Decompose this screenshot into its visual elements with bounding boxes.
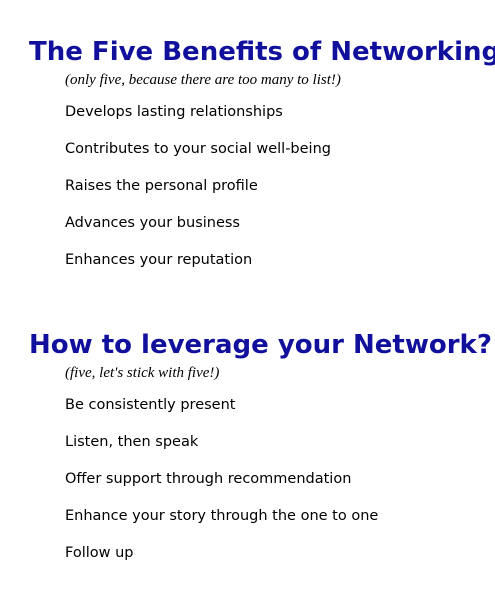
list-item: Offer support through recommendation <box>65 471 352 487</box>
list-item: Advances your business <box>65 215 240 231</box>
leverage-section: How to leverage your Network? (five, let… <box>0 326 495 562</box>
list-item: Contributes to your social well-being <box>65 141 331 157</box>
benefits-list: Develops lasting relationships Contribut… <box>0 103 495 269</box>
list-item: Raises the personal profile <box>65 178 258 194</box>
leverage-heading: How to leverage your Network? <box>29 330 492 360</box>
leverage-list: Be consistently present Listen, then spe… <box>0 396 495 562</box>
benefits-heading: The Five Benefits of Networking <box>29 37 495 67</box>
list-item: Develops lasting relationships <box>65 104 283 120</box>
benefits-section: The Five Benefits of Networking (only fi… <box>0 33 495 269</box>
list-item: Enhance your story through the one to on… <box>65 508 379 524</box>
benefits-subtitle: (only five, because there are too many t… <box>65 72 341 88</box>
leverage-subtitle: (five, let's stick with five!) <box>65 365 220 381</box>
list-item: Be consistently present <box>65 397 236 413</box>
list-item: Follow up <box>65 545 134 561</box>
list-item: Enhances your reputation <box>65 252 253 268</box>
list-item: Listen, then speak <box>65 434 199 450</box>
